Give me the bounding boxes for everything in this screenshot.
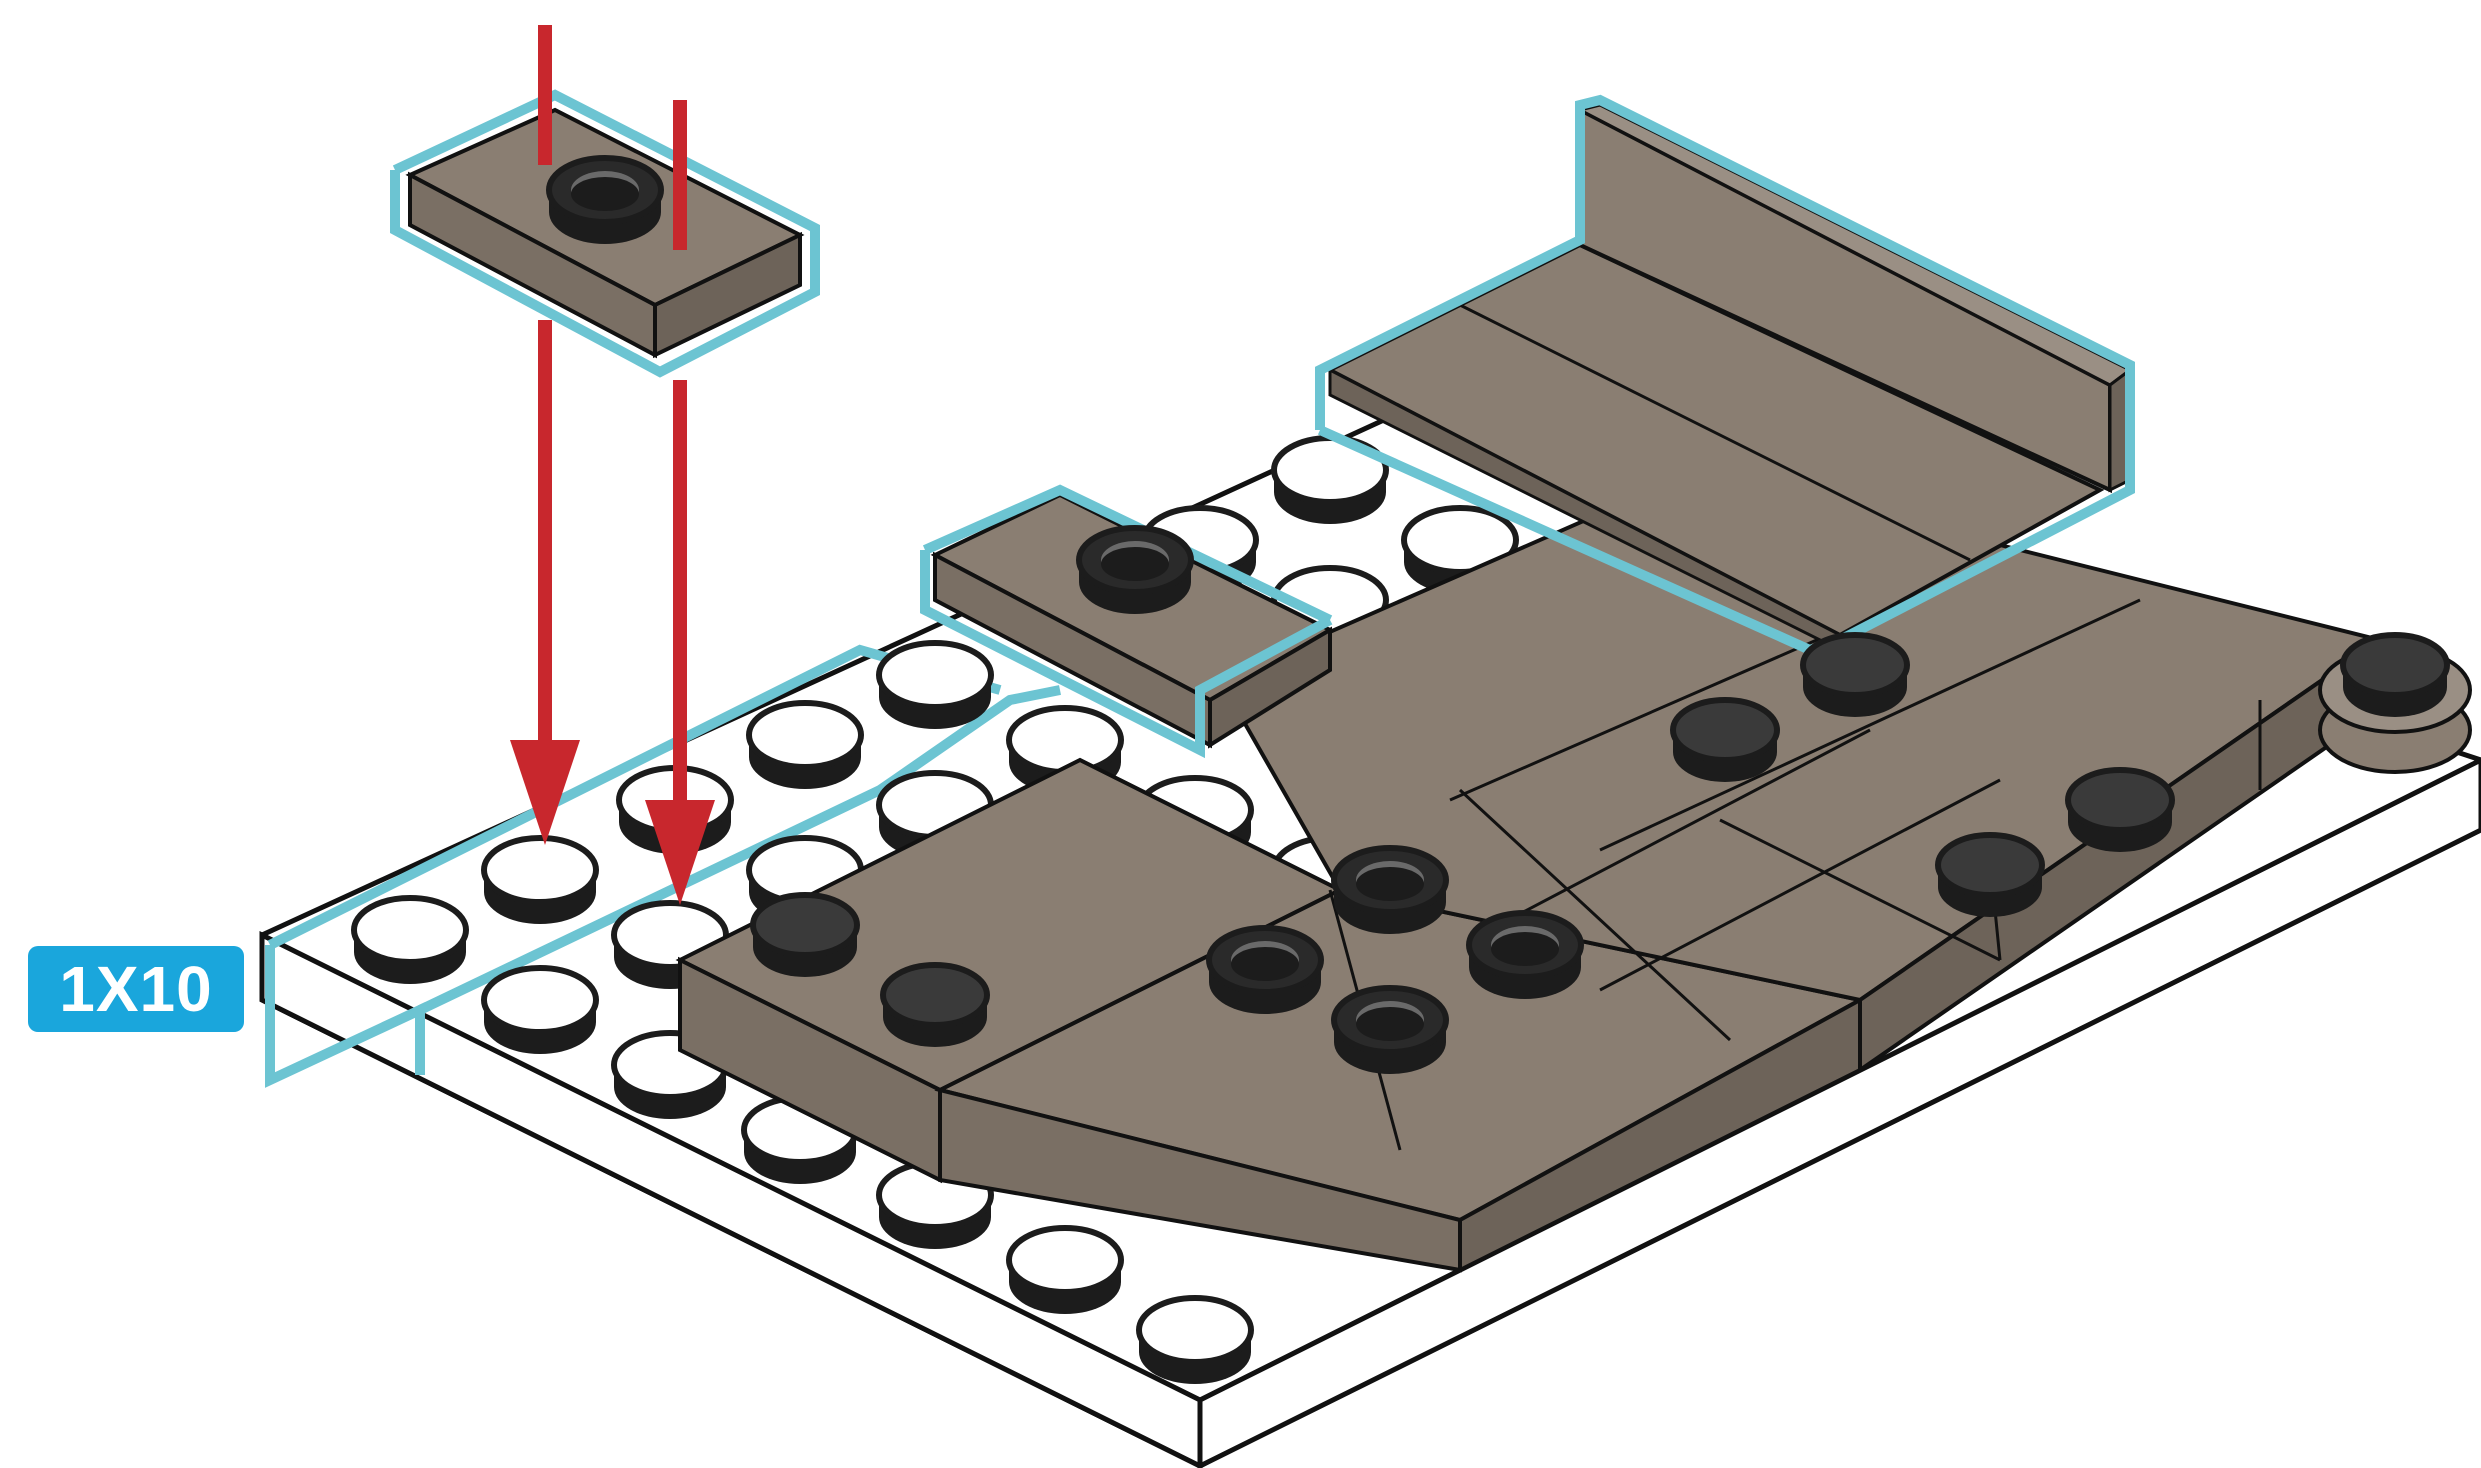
placement-arrows	[510, 25, 715, 905]
part-size-label: 1X10	[28, 946, 244, 1032]
jumper-plate-1x2	[390, 89, 820, 378]
